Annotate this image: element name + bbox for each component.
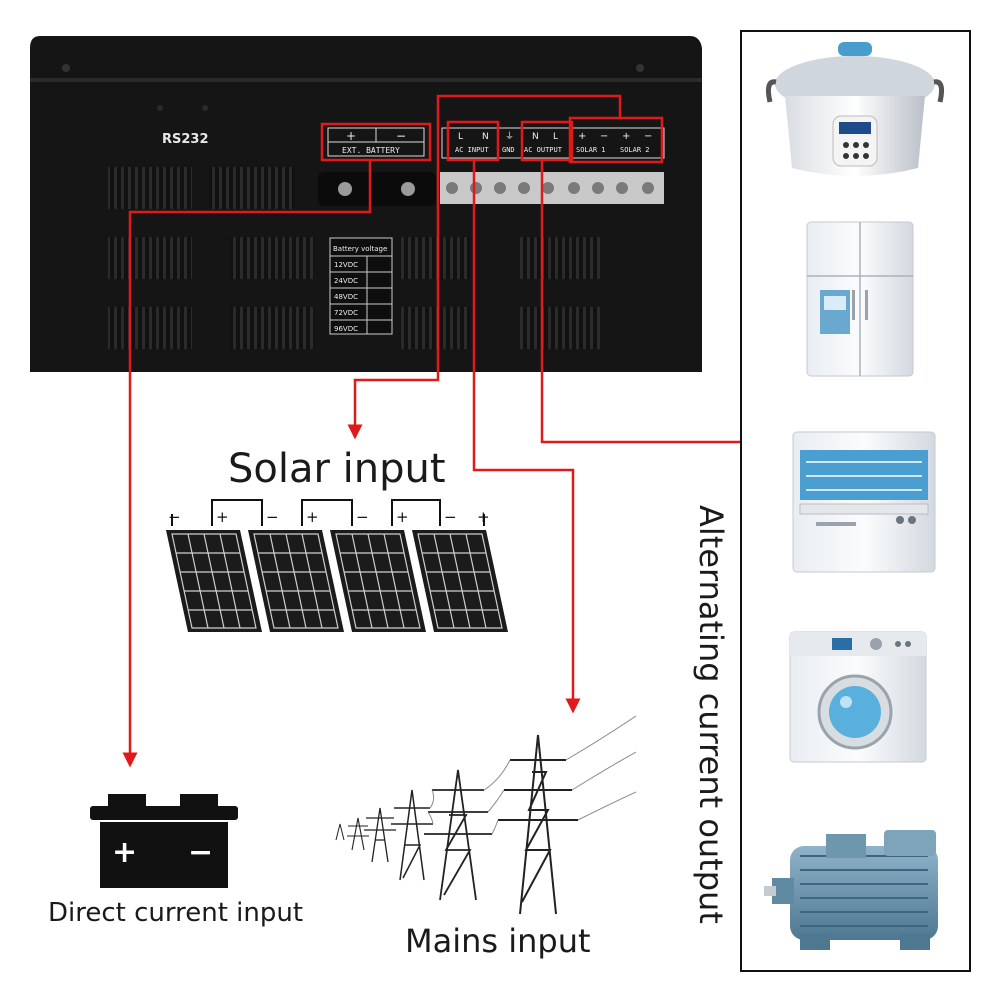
- electric-motor-icon: [764, 830, 938, 950]
- gnd-label: GND: [502, 146, 515, 154]
- battery-minus-label: −: [396, 129, 406, 143]
- dishwasher-icon: [792, 431, 936, 573]
- solar-input-label: Solar input: [228, 446, 446, 492]
- polarity-label: −: [444, 508, 457, 526]
- solar2-plus-label: +: [622, 131, 630, 142]
- ac-output-l-label: L: [553, 132, 558, 142]
- gnd-symbol: ⏚: [505, 131, 514, 142]
- solar-panel: [412, 530, 508, 632]
- polarity-label: −: [356, 508, 369, 526]
- solar-terminals-highlight: [568, 116, 664, 164]
- ac-input-l-label: L: [458, 132, 463, 142]
- vent-grille: [108, 167, 192, 209]
- battery-plus-label: +: [346, 129, 356, 143]
- rice-cooker-icon: [766, 42, 944, 176]
- polarity-label: +: [216, 508, 229, 526]
- transmission-tower: [498, 734, 578, 915]
- mains-input-label: Mains input: [405, 922, 591, 960]
- battery-voltage-header: Battery voltage: [333, 245, 387, 253]
- solar-connector-line: [347, 94, 622, 440]
- battery-voltage-table: Battery voltage 12VDC 24VDC 48VDC 72VDC …: [329, 237, 393, 335]
- transmission-tower: [347, 817, 369, 851]
- battery-icon-plus: +: [112, 835, 137, 870]
- vent-grille: [400, 307, 470, 349]
- ac-output-highlight: [520, 120, 574, 162]
- voltage-row: 48VDC: [334, 293, 358, 301]
- polarity-label: +: [396, 508, 409, 526]
- polarity-label: +: [477, 508, 490, 526]
- vent-grille: [400, 237, 470, 279]
- ac-output-label: AC OUTPUT: [524, 146, 563, 154]
- solar-panel-array: [171, 499, 485, 526]
- ac-input-n-label: N: [482, 132, 489, 142]
- transmission-tower: [391, 789, 433, 881]
- vent-grille: [230, 237, 314, 279]
- voltage-row: 96VDC: [334, 325, 358, 333]
- battery-icon-minus: −: [188, 835, 213, 870]
- vent-grille: [520, 307, 600, 349]
- connector-lines: [122, 94, 742, 768]
- vent-grille: [230, 307, 314, 349]
- direct-current-input-label: Direct current input: [48, 898, 304, 928]
- ac-output-connector-line: [540, 160, 742, 444]
- solar2-label: SOLAR 2: [620, 146, 650, 154]
- polarity-label: −: [266, 508, 279, 526]
- solar-panel: [330, 530, 426, 632]
- polarity-label: +: [306, 508, 319, 526]
- battery-terminal-highlight: [320, 122, 432, 162]
- battery-icon: + −: [90, 794, 238, 888]
- voltage-row: 24VDC: [334, 277, 358, 285]
- transmission-tower: [424, 769, 492, 901]
- vent-grille: [108, 237, 192, 279]
- solar1-minus-label: −: [600, 131, 608, 142]
- ac-input-label: AC INPUT: [455, 146, 490, 154]
- solar-panel: [166, 530, 262, 632]
- panel-polarity-labels: − + − + − + − +: [168, 508, 490, 526]
- inverter-back-panel: RS232 + − EXT. BATTERY L N AC INPUT ⏚ GN…: [30, 36, 702, 372]
- vent-grille: [108, 307, 192, 349]
- solar2-minus-label: −: [644, 131, 652, 142]
- solar-panel: [248, 530, 344, 632]
- transmission-tower: [364, 807, 396, 863]
- solar1-plus-label: +: [578, 131, 586, 142]
- polarity-label: −: [168, 508, 181, 526]
- washing-machine-icon: [789, 631, 927, 763]
- voltage-row: 72VDC: [334, 309, 358, 317]
- vent-grille: [520, 237, 600, 279]
- ac-output-n-label: N: [532, 132, 539, 142]
- rs232-port-label: RS232: [162, 132, 209, 147]
- solar-panels: [166, 530, 508, 632]
- voltage-row: 12VDC: [334, 261, 358, 269]
- screw-terminal-block: [440, 172, 664, 204]
- ac-output-label: Alternating current output: [692, 505, 730, 924]
- mains-connector-line: [472, 160, 581, 714]
- refrigerator-icon: [806, 221, 914, 377]
- transmission-towers: [335, 715, 637, 915]
- ext-battery-label: EXT. BATTERY: [342, 146, 400, 155]
- solar1-label: SOLAR 1: [576, 146, 606, 154]
- transmission-tower: [335, 823, 345, 841]
- battery-connector-line: [122, 160, 372, 768]
- power-lines: [427, 715, 637, 835]
- vent-grille: [210, 167, 294, 209]
